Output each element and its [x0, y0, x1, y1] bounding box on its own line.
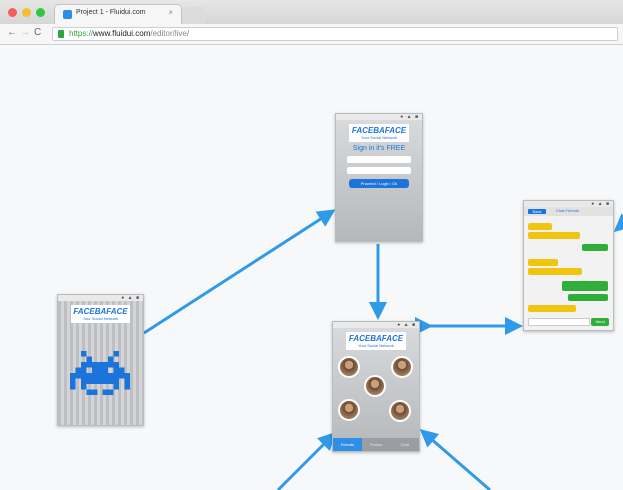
screen-chat[interactable]: ● ▲ ■ Back Chat Friends Send — [523, 200, 614, 331]
back-icon[interactable]: ← — [7, 27, 17, 38]
lock-icon — [58, 30, 64, 38]
logo-tagline: Your Social Network — [358, 343, 394, 348]
forward-icon[interactable]: → — [20, 27, 30, 38]
status-bar: ● ▲ ■ — [333, 322, 419, 328]
app-logo: FACEBAFACE Your Social Network — [348, 124, 410, 142]
window-minimize-icon[interactable] — [22, 8, 31, 17]
tab-close-icon[interactable]: × — [168, 8, 173, 17]
username-field[interactable] — [347, 156, 411, 163]
arrow-splash-to-signin[interactable] — [143, 209, 336, 335]
chat-send-button[interactable]: Send — [591, 318, 609, 326]
status-bar: ● ▲ ■ — [58, 295, 143, 301]
friend-avatar[interactable] — [364, 375, 386, 397]
status-icons: ● ▲ ■ — [400, 114, 419, 120]
chat-header: Back Chat Friends — [524, 207, 613, 216]
status-icons: ● ▲ ■ — [397, 322, 416, 328]
chat-bubble-outgoing — [562, 281, 608, 291]
friend-avatar[interactable] — [338, 399, 360, 421]
status-icons: ● ▲ ■ — [591, 201, 610, 207]
app-logo: FACEBAFACE Your Social Network — [70, 305, 131, 323]
chat-bubble-incoming — [528, 268, 582, 275]
url-host: www.fluidui.com — [93, 29, 151, 38]
friend-avatar[interactable] — [338, 356, 360, 378]
signin-title: Sign in it's FREE — [352, 145, 406, 152]
arrow-into-chat[interactable] — [613, 213, 623, 232]
chat-back-button[interactable]: Back — [528, 209, 546, 214]
favicon-icon — [63, 10, 72, 19]
flow-arrows — [143, 209, 623, 490]
window-close-icon[interactable] — [8, 8, 17, 17]
flow-canvas[interactable]: ● ▲ ■ FACEBAFACE Your Social Network ● ▲… — [0, 45, 623, 490]
tab-chat[interactable]: Chat — [400, 442, 409, 447]
url-path: /editor/live/ — [150, 29, 190, 38]
arrow-into-friends-right[interactable] — [419, 429, 491, 490]
chat-bubble-outgoing — [568, 294, 608, 301]
friend-avatar[interactable] — [391, 356, 413, 378]
arrow-into-friends-left[interactable] — [276, 431, 337, 490]
tab-friends[interactable]: Friends — [333, 438, 362, 451]
screen-splash[interactable]: ● ▲ ■ FACEBAFACE Your Social Network — [57, 294, 144, 426]
screen-signin[interactable]: ● ▲ ■ FACEBAFACE Your Social Network Sig… — [335, 113, 423, 242]
logo-tagline: Your Social Network — [361, 135, 397, 140]
status-icons: ● ▲ ■ — [121, 295, 140, 301]
status-bar: ● ▲ ■ — [524, 201, 613, 207]
address-bar[interactable]: https://www.fluidui.com/editor/live/ — [52, 27, 618, 41]
chat-title: Chat Friends — [556, 208, 579, 213]
login-button[interactable]: Proceed / Login / Ok — [349, 179, 409, 188]
app-logo: FACEBAFACE Your Social Network — [345, 332, 407, 350]
chat-bubble-incoming — [528, 259, 558, 266]
browser-toolbar: ← → C https://www.fluidui.com/editor/liv… — [0, 24, 623, 45]
tab-title: Project 1 - Fluidui.com — [76, 9, 146, 16]
logo-text: FACEBAFACE — [73, 307, 128, 316]
url-scheme: https:// — [69, 29, 94, 38]
screen-friends[interactable]: ● ▲ ■ FACEBAFACE Your Social Network Fri… — [332, 321, 420, 452]
chat-message-input[interactable] — [528, 318, 590, 326]
space-invader-icon — [70, 351, 130, 395]
friend-avatar[interactable] — [389, 400, 411, 422]
chat-bubble-incoming — [528, 232, 580, 239]
chat-bubble-outgoing — [582, 244, 608, 251]
chat-bubble-incoming — [528, 223, 552, 230]
logo-text: FACEBAFACE — [348, 334, 404, 343]
url-text: https://www.fluidui.com/editor/live/ — [69, 29, 189, 38]
browser-tab-bar: Project 1 - Fluidui.com × — [0, 0, 623, 24]
window-maximize-icon[interactable] — [36, 8, 45, 17]
logo-text: FACEBAFACE — [351, 126, 407, 135]
status-bar: ● ▲ ■ — [336, 114, 422, 120]
chat-bubble-incoming — [528, 305, 576, 312]
password-field[interactable] — [347, 167, 411, 174]
logo-tagline: Your Social Network — [82, 316, 119, 321]
new-tab-button[interactable] — [183, 7, 205, 24]
reload-icon[interactable]: C — [34, 27, 42, 38]
tab-photos[interactable]: Photos — [369, 442, 383, 447]
bottom-tab-bar: Friends Photos Chat — [333, 438, 419, 451]
browser-tab[interactable]: Project 1 - Fluidui.com × — [54, 4, 182, 24]
